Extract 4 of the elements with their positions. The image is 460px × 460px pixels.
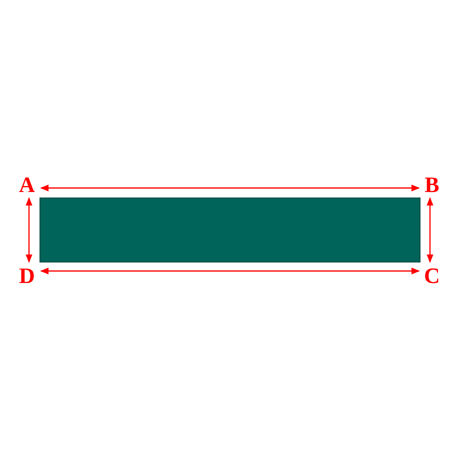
corner-label: D xyxy=(19,265,35,287)
corner-label: B xyxy=(424,174,440,196)
corner-label: A xyxy=(19,174,35,196)
corner-label: C xyxy=(424,265,440,287)
